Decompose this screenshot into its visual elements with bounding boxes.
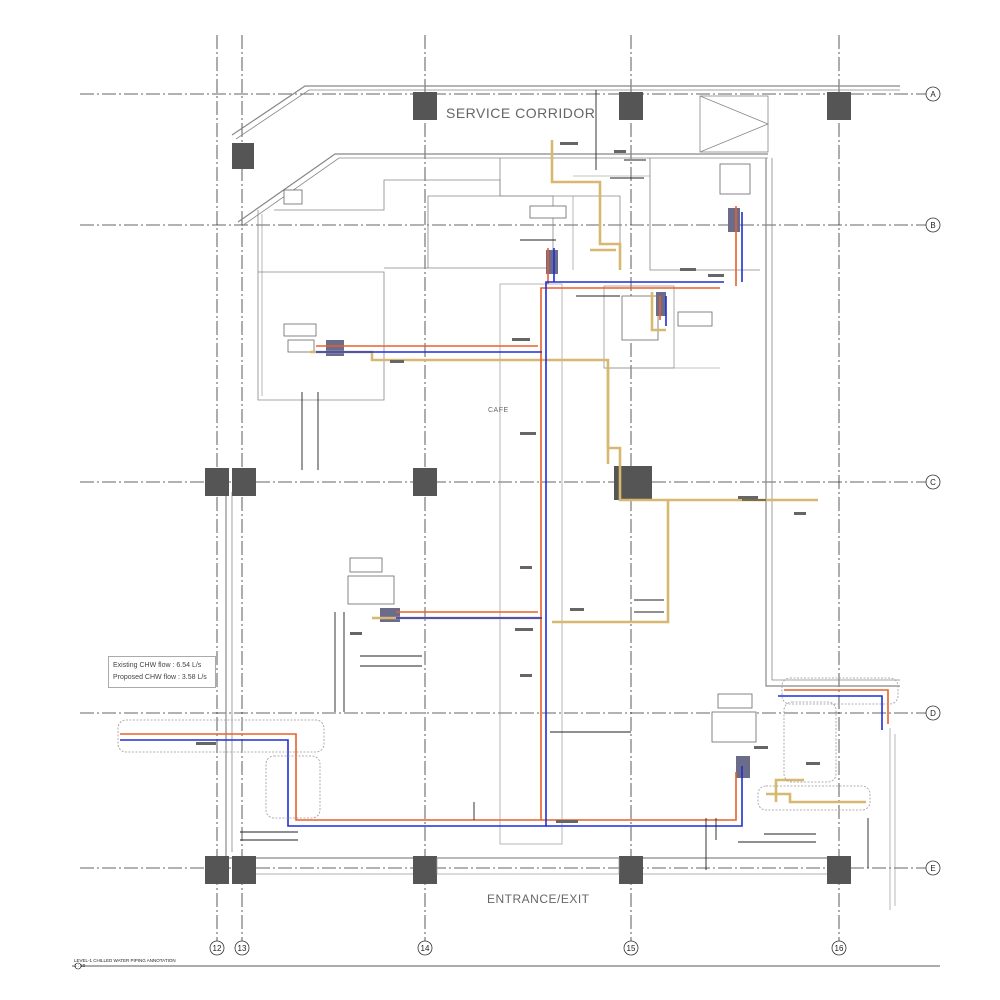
grid-bubble-e: E xyxy=(925,860,941,876)
column-e-12 xyxy=(205,856,229,884)
annotation-tags xyxy=(196,142,820,823)
drawing-title-block: LEVEL-1 CHILLED WATER PIPING ANNOTATION … xyxy=(74,958,176,968)
column-c-13 xyxy=(232,468,256,496)
svg-text:16: 16 xyxy=(835,944,844,953)
column-ab-13 xyxy=(232,143,254,169)
dimension-lines xyxy=(240,90,869,870)
fcu-north-west-body xyxy=(287,339,315,353)
grid-bubble-12: 12 xyxy=(209,940,225,956)
proposed-chw-flow: Proposed CHW flow : 3.58 L/s xyxy=(113,674,207,681)
title-marker xyxy=(74,962,82,970)
grid-bubble-15: 15 xyxy=(623,940,639,956)
grid-bubble-16: 16 xyxy=(831,940,847,956)
room-label-entrance-exit: ENTRANCE/EXIT xyxy=(487,892,590,906)
grid-bubble-a: A xyxy=(925,86,941,102)
room-label-cafe: CAFE xyxy=(488,407,509,414)
svg-text:D: D xyxy=(930,709,936,718)
svg-text:13: 13 xyxy=(238,944,247,953)
svg-text:C: C xyxy=(930,478,936,487)
svg-text:B: B xyxy=(930,221,935,230)
fan-coil-units xyxy=(283,163,757,743)
svg-text:15: 15 xyxy=(627,944,636,953)
column-a-14 xyxy=(413,92,437,120)
column-c-14 xyxy=(413,468,437,496)
svg-text:14: 14 xyxy=(421,944,430,953)
svg-text:A: A xyxy=(930,90,936,99)
existing-chw-flow: Existing CHW flow : 6.54 L/s xyxy=(113,662,202,669)
column-a-16 xyxy=(827,92,851,120)
chw-flow-notes: Existing CHW flow : 6.54 L/s Proposed CH… xyxy=(108,656,216,688)
drawing-scale: 1 : 50 xyxy=(74,963,86,968)
fcu-south-east xyxy=(717,693,753,709)
grid-bubble-b: B xyxy=(925,217,941,233)
grid-bubbles-columns: 12 13 14 15 16 xyxy=(209,940,847,956)
grid-bubble-14: 14 xyxy=(417,940,433,956)
fcu-west-cafe xyxy=(349,557,383,573)
column-e-16 xyxy=(827,856,851,884)
return-chw-pipework xyxy=(120,206,889,821)
fcu-north-west xyxy=(283,323,317,337)
valve-blocks xyxy=(326,208,750,778)
grid-bubble-13: 13 xyxy=(234,940,250,956)
entrance-doors xyxy=(256,857,827,875)
existing-chw-pipework xyxy=(310,140,866,804)
column-e-15 xyxy=(619,856,643,884)
column-e-13 xyxy=(232,856,256,884)
fcu-west-cafe-body xyxy=(347,575,395,605)
fcu-south-east-body xyxy=(711,711,757,743)
fcu-cafe-top xyxy=(529,205,567,219)
fcu-kitchen-tag xyxy=(677,311,713,327)
grid-bubble-c: C xyxy=(925,474,941,490)
column-e-14 xyxy=(413,856,437,884)
structural-columns xyxy=(205,92,851,884)
svg-text:12: 12 xyxy=(213,944,222,953)
fcu-corridor xyxy=(283,189,303,205)
supply-chw-pipework xyxy=(120,212,883,827)
svg-text:E: E xyxy=(930,864,935,873)
room-label-service-corridor: SERVICE CORRIDOR xyxy=(446,105,595,121)
column-c-12 xyxy=(205,468,229,496)
grid-bubbles-rows: A B C D E xyxy=(925,86,941,876)
grid-bubble-d: D xyxy=(925,705,941,721)
drawing-title: LEVEL-1 CHILLED WATER PIPING ANNOTATION xyxy=(74,958,176,963)
revision-clouds xyxy=(117,677,899,819)
column-a-15 xyxy=(619,92,643,120)
fcu-north-east xyxy=(719,163,751,195)
